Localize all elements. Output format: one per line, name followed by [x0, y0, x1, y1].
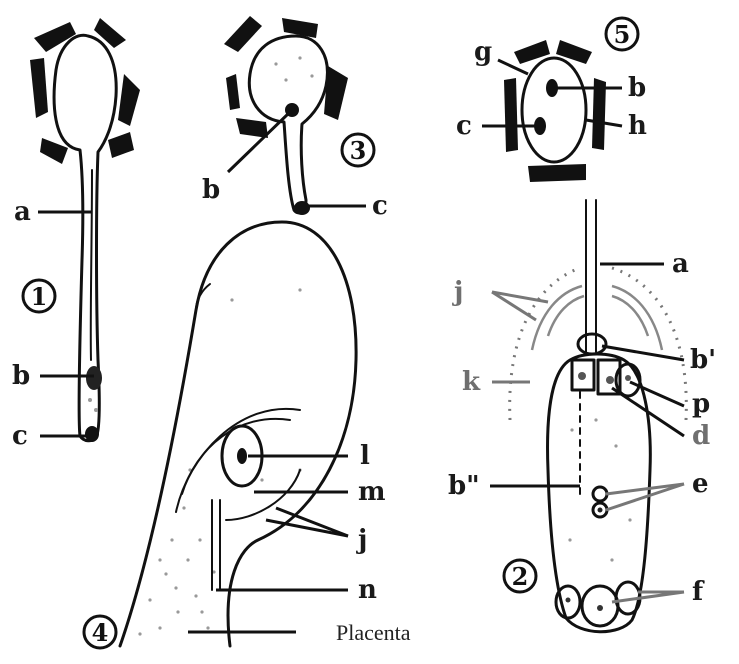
fig4-label-n: n: [358, 575, 377, 605]
integument-j: [612, 296, 648, 336]
embryo-sac-nucleus: [237, 448, 247, 464]
fig5-label-g: g: [474, 37, 492, 67]
polar-nucleus-e: [593, 487, 607, 501]
tube-nucleus-b: [86, 366, 102, 390]
figure-number-3: 3: [350, 136, 367, 165]
embryo-sac-outline: [548, 354, 651, 632]
exine-block: [34, 22, 76, 52]
figure-1: a b c 1: [12, 18, 140, 451]
fig2-label-d: d: [692, 421, 710, 451]
exine-block: [118, 74, 140, 126]
fig1-label-a: a: [14, 197, 31, 227]
figure-5: g b c h 5: [456, 18, 647, 182]
fig3-label-b: b: [202, 175, 220, 205]
exine-block: [94, 18, 126, 48]
pollen-grain-outline: [54, 35, 116, 441]
tube-inner-line: [91, 170, 92, 360]
fig2-label-e: e: [692, 469, 709, 499]
exine-block: [108, 132, 134, 158]
figure-4: l m j n Placenta 4: [84, 222, 411, 648]
fig2-label-b-prime: b': [690, 345, 716, 375]
generative-cell-c: [85, 426, 99, 442]
fig1-label-c: c: [12, 421, 28, 451]
exine-block: [30, 58, 48, 118]
fig5-label-h: h: [628, 111, 647, 141]
exine-block: [226, 74, 240, 110]
fig4-label-m: m: [358, 477, 386, 507]
figure-number-1: 1: [31, 282, 48, 311]
synergid-b-prime: [578, 334, 606, 354]
fig5-label-c: c: [456, 111, 472, 141]
exine-block: [528, 164, 586, 182]
figure-3: b c 3: [202, 16, 388, 221]
fig4-label-l: l: [360, 441, 370, 471]
fig2-label-a: a: [672, 249, 689, 279]
figure-2: a j k b' p d b" e f 2: [448, 200, 716, 632]
exine-block: [236, 118, 268, 138]
fig2-label-f: f: [692, 577, 705, 607]
fig2-label-k: k: [462, 367, 481, 397]
fig1-label-b: b: [12, 361, 30, 391]
exine-block: [504, 78, 518, 152]
placenta-label: Placenta: [336, 620, 411, 645]
fig2-label-b-double-prime: b": [448, 471, 480, 501]
fig4-label-j: j: [356, 525, 367, 555]
integument-j: [612, 286, 662, 350]
integument-j: [548, 296, 584, 336]
ovule-outline: [120, 222, 356, 646]
figure-number-4: 4: [92, 618, 109, 647]
generative-cell-c: [294, 201, 310, 215]
fig2-label-j: j: [452, 277, 463, 307]
fig2-label-p: p: [692, 389, 710, 419]
pollen-grain-outline: [522, 58, 586, 162]
fig3-label-c: c: [372, 191, 388, 221]
figure-number-2: 2: [512, 562, 529, 591]
fig5-label-b: b: [628, 73, 646, 103]
exine-block: [224, 16, 262, 52]
figure-number-5: 5: [614, 20, 631, 49]
